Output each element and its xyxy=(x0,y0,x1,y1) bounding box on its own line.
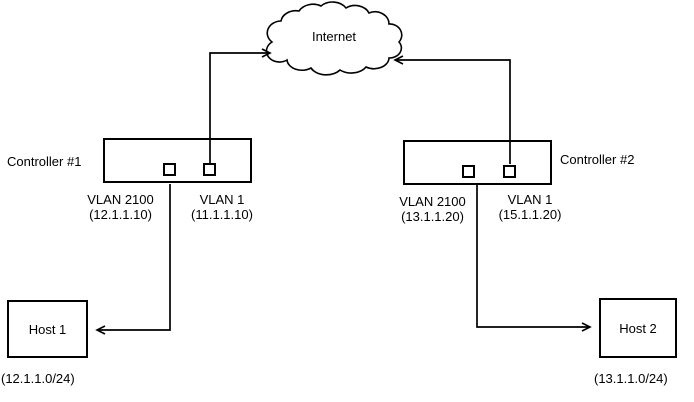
controller2-port-vlan2100-icon xyxy=(462,165,475,178)
vlan-name: VLAN 1 xyxy=(507,192,553,207)
vlan-name: VLAN 2100 xyxy=(87,192,154,207)
vlan-ip: (12.1.1.10) xyxy=(89,207,152,222)
controller2-vlan2100-label: VLAN 2100 (13.1.1.20) xyxy=(385,194,480,224)
host1-box: Host 1 xyxy=(7,300,88,358)
arrow-controller2-to-internet xyxy=(393,55,511,164)
controller1-port-vlan2100-icon xyxy=(163,163,176,176)
controller2-vlan1-label: VLAN 1 (15.1.1.20) xyxy=(490,192,570,222)
controller1-box xyxy=(103,138,252,183)
host1-label: Host 1 xyxy=(28,321,67,337)
vlan-ip: (13.1.1.20) xyxy=(401,209,464,224)
controller2-port-vlan1-icon xyxy=(503,165,516,178)
controller1-label: Controller #1 xyxy=(7,154,82,169)
vlan-ip: (11.1.1.10) xyxy=(191,207,253,222)
controller2-label: Controller #2 xyxy=(560,152,635,167)
controller2-box xyxy=(403,140,552,185)
host1-subnet-label: (12.1.1.0/24) xyxy=(1,371,75,386)
arrow-controller2-to-host2 xyxy=(476,184,592,332)
controller1-port-vlan1-icon xyxy=(203,163,216,176)
arrow-controller1-to-internet xyxy=(209,48,272,164)
host2-subnet-label: (13.1.1.0/24) xyxy=(594,371,668,386)
internet-label: Internet xyxy=(311,29,357,44)
vlan-name: VLAN 2100 xyxy=(399,194,466,209)
internet-cloud-icon xyxy=(265,1,403,76)
vlan-name: VLAN 1 xyxy=(199,192,245,207)
host2-box: Host 2 xyxy=(599,298,677,358)
controller1-vlan2100-label: VLAN 2100 (12.1.1.10) xyxy=(68,192,173,222)
arrow-controller1-to-host1 xyxy=(95,184,171,335)
controller1-vlan1-label: VLAN 1 (11.1.1.10) xyxy=(182,192,262,222)
host2-label: Host 2 xyxy=(619,320,657,336)
vlan-ip: (15.1.1.20) xyxy=(498,207,562,222)
